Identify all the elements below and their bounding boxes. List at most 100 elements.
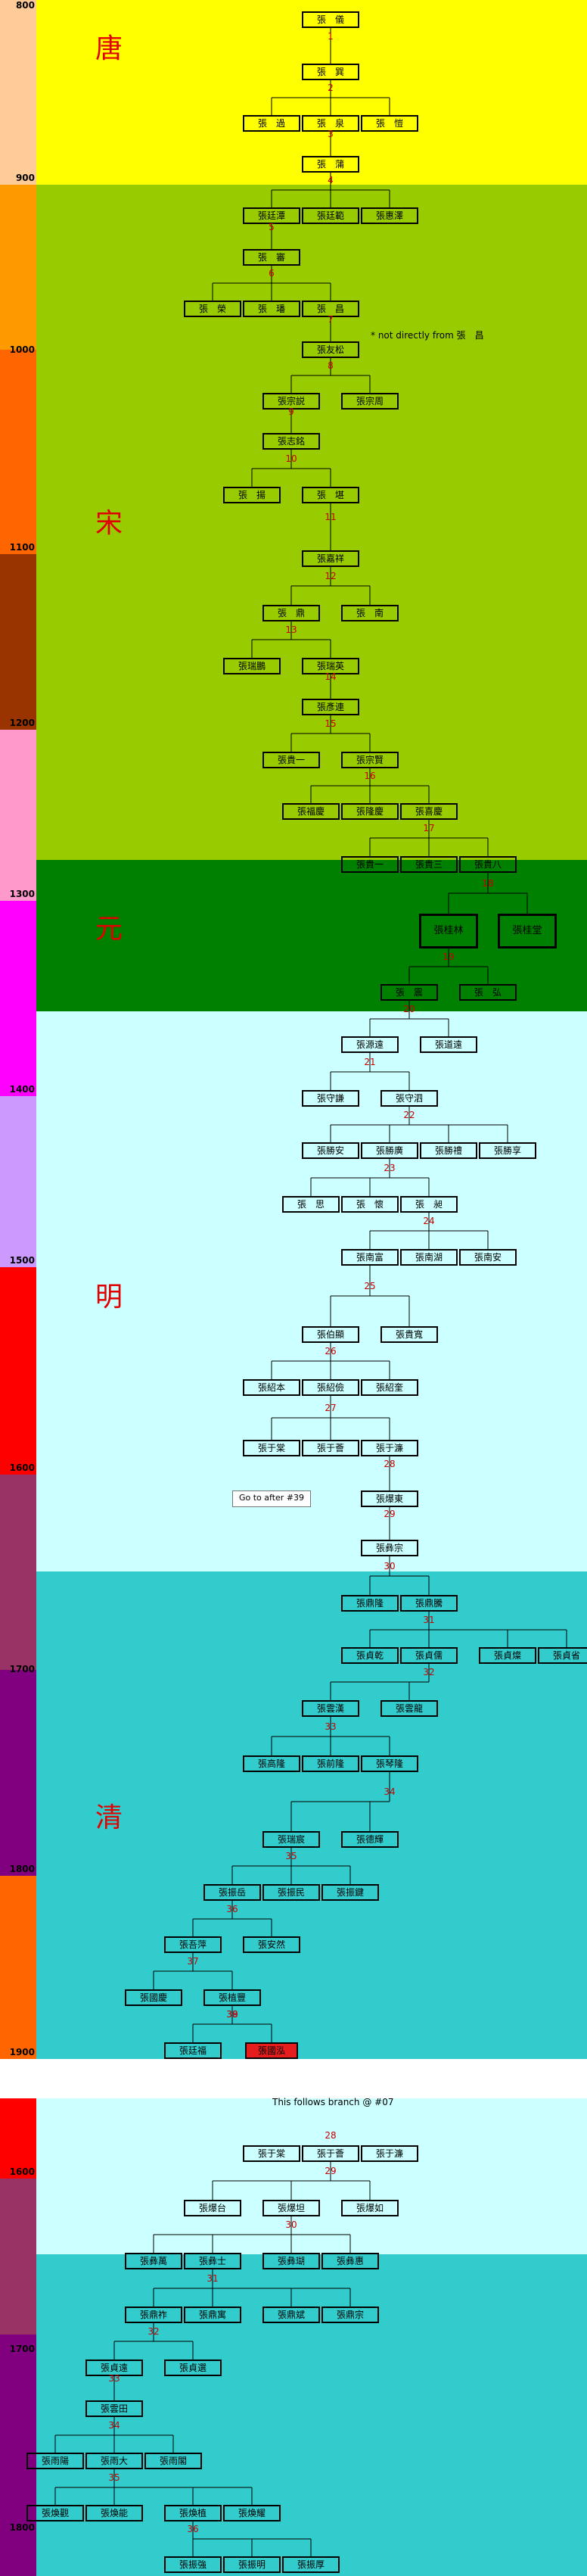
branch-heading: This follows branch @ #07 (272, 2097, 394, 2107)
person-node: 張宗賢 (341, 752, 399, 768)
year-label: 1100 (9, 542, 35, 553)
year-label: 1200 (9, 718, 35, 728)
person-node: 張伯顯 (302, 1326, 359, 1343)
timeline-strip-1700s (0, 1670, 36, 1876)
person-node: 張鼎寓 (184, 2307, 241, 2323)
generation-number: 34 (108, 2420, 120, 2431)
person-node: 張廷潭 (243, 207, 300, 224)
person-node: 張煥植 (164, 2505, 222, 2521)
person-node: 張鼎騰 (400, 1595, 458, 1612)
person-node: 張煥觀 (26, 2505, 84, 2521)
year-label: 1700 (9, 2344, 35, 2354)
dynasty-label-ming: 明 (95, 1282, 123, 1313)
person-node: 張于棠 (243, 1440, 300, 1456)
person-node: 張彝士 (184, 2253, 241, 2269)
generation-number: 12 (325, 571, 337, 581)
generation-number: 31 (423, 1615, 435, 1625)
year-label: 1700 (9, 1664, 35, 1674)
person-node: 張 巽 (302, 64, 359, 80)
person-node: 張 儀 (302, 11, 359, 28)
go-to-note-box: Go to after #39 (232, 1490, 311, 1507)
person-node: 張前隆 (302, 1755, 359, 1772)
person-node: 張貴寬 (380, 1326, 438, 1343)
generation-number: 17 (423, 823, 435, 833)
timeline-strip-1200s (0, 730, 36, 901)
generation-number: 11 (325, 512, 337, 522)
person-node: 張貴八 (459, 856, 517, 873)
year-label: 1300 (9, 889, 35, 899)
person-node: 張勝廣 (361, 1142, 418, 1159)
generation-number: 35 (108, 2472, 120, 2483)
person-node: 張勝享 (479, 1142, 536, 1159)
person-node: 張于薈 (302, 1440, 359, 1456)
person-node: 張雲田 (85, 2400, 143, 2417)
generation-number: 10 (285, 453, 297, 464)
ming-band (36, 1011, 587, 1571)
timeline-strip-900s (0, 185, 36, 350)
person-node: 張 懷 (341, 1196, 399, 1213)
person-node: 張彝宗 (361, 1540, 418, 1556)
generation-number: 30 (384, 1561, 396, 1571)
person-node: 張貴一 (341, 856, 399, 873)
person-node: 張貴一 (262, 752, 320, 768)
person-node: 張國泓 (245, 2042, 298, 2059)
person-node: 張振厚 (282, 2556, 340, 2573)
generation-number: 31 (207, 2273, 219, 2284)
generation-number: 7 (328, 314, 334, 325)
generation-number: 24 (423, 1216, 435, 1226)
timeline-strip-1600s (0, 1475, 36, 1670)
person-node: 張 璠 (243, 301, 300, 317)
person-node: 張爆坦 (262, 2200, 320, 2216)
person-node: 張于棠 (243, 2145, 300, 2162)
branch-ming-band (36, 2098, 587, 2254)
person-node: 張桂林 (419, 914, 478, 948)
person-node: 張紹儉 (302, 1379, 359, 1396)
timeline-strip-1100s (0, 554, 36, 730)
person-node: 張廷福 (164, 2042, 222, 2059)
person-node: 張于薈 (302, 2145, 359, 2162)
person-node: 張安然 (243, 1936, 300, 1953)
person-node: 張瑞宸 (262, 1831, 320, 1848)
person-node: 張鼎斌 (262, 2307, 320, 2323)
person-node: 張鼎隆 (341, 1595, 399, 1612)
person-node: 張 昌 (302, 301, 359, 317)
person-node: 張福慶 (282, 803, 340, 820)
yuan-band (36, 860, 587, 1011)
person-node: 張廷範 (302, 207, 359, 224)
generation-number: 16 (364, 771, 376, 781)
generation-number: 32 (423, 1667, 435, 1677)
person-node: 張德輝 (341, 1831, 399, 1848)
person-node: 張 愷 (361, 115, 418, 132)
timeline-strip-1500s (0, 1267, 36, 1475)
generation-number: 25 (364, 1281, 376, 1291)
generation-number: 29 (325, 2166, 337, 2176)
timeline-strip-branch-1800s (0, 2335, 36, 2576)
person-node: 張宗説 (262, 393, 320, 410)
person-node: 張貞省 (538, 1647, 587, 1664)
person-node: 張守謙 (302, 1090, 359, 1107)
timeline-strip-1300s (0, 901, 36, 1096)
person-node: 張 昶 (400, 1196, 458, 1213)
person-node: 張鼎祚 (125, 2307, 182, 2323)
person-node: 張 過 (243, 115, 300, 132)
song-band (36, 185, 587, 860)
person-node: 張 思 (282, 1196, 340, 1213)
dynasty-label-qing: 清 (95, 1802, 123, 1833)
generation-number: 38 (226, 2009, 238, 2020)
person-node: 張爆台 (184, 2200, 241, 2216)
person-node: 張勝安 (302, 1142, 359, 1159)
person-node: 張貞儒 (400, 1647, 458, 1664)
year-label: 1400 (9, 1084, 35, 1095)
person-node: 張瑞英 (302, 658, 359, 674)
generation-number: 39 (226, 2009, 238, 2020)
generation-number: 8 (328, 360, 334, 371)
year-label: 1500 (9, 1255, 35, 1266)
person-node: 張于濂 (361, 1440, 418, 1456)
person-node: 張彝萬 (125, 2253, 182, 2269)
person-node: 張 弘 (459, 984, 517, 1001)
person-node: 張國慶 (125, 1989, 182, 2006)
person-node: 張貴三 (400, 856, 458, 873)
generation-number: 9 (288, 406, 294, 417)
